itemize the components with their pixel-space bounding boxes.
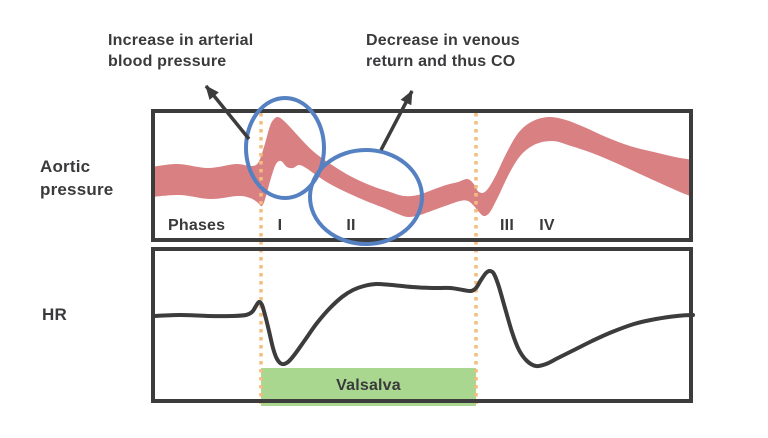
highlight-circle-phase1	[244, 96, 326, 200]
valsalva-label: Valsalva	[336, 377, 401, 394]
arrow-to-decrease-label-icon	[379, 90, 414, 151]
phase-3-label: III	[500, 217, 514, 234]
decrease-venous-annotation: Decrease in venous return and thus CO	[366, 32, 520, 70]
increase-bp-annotation: Increase in arterial blood pressure	[108, 32, 254, 70]
hr-curve	[151, 268, 695, 369]
arrow-to-increase-label-icon	[204, 84, 251, 141]
hr-axis-label: HR	[42, 305, 67, 324]
hr-panel-frame	[151, 247, 693, 403]
phase-1-label: I	[277, 217, 283, 234]
aortic-pressure-band	[151, 116, 693, 218]
phase-4-label: IV	[539, 217, 555, 234]
phase-2-label: II	[346, 217, 356, 234]
aortic-panel-frame	[151, 109, 693, 242]
highlight-ellipse-phase2	[308, 148, 424, 246]
phases-label: Phases	[168, 217, 226, 234]
aortic-pressure-axis-label: Aortic pressure	[40, 157, 114, 199]
